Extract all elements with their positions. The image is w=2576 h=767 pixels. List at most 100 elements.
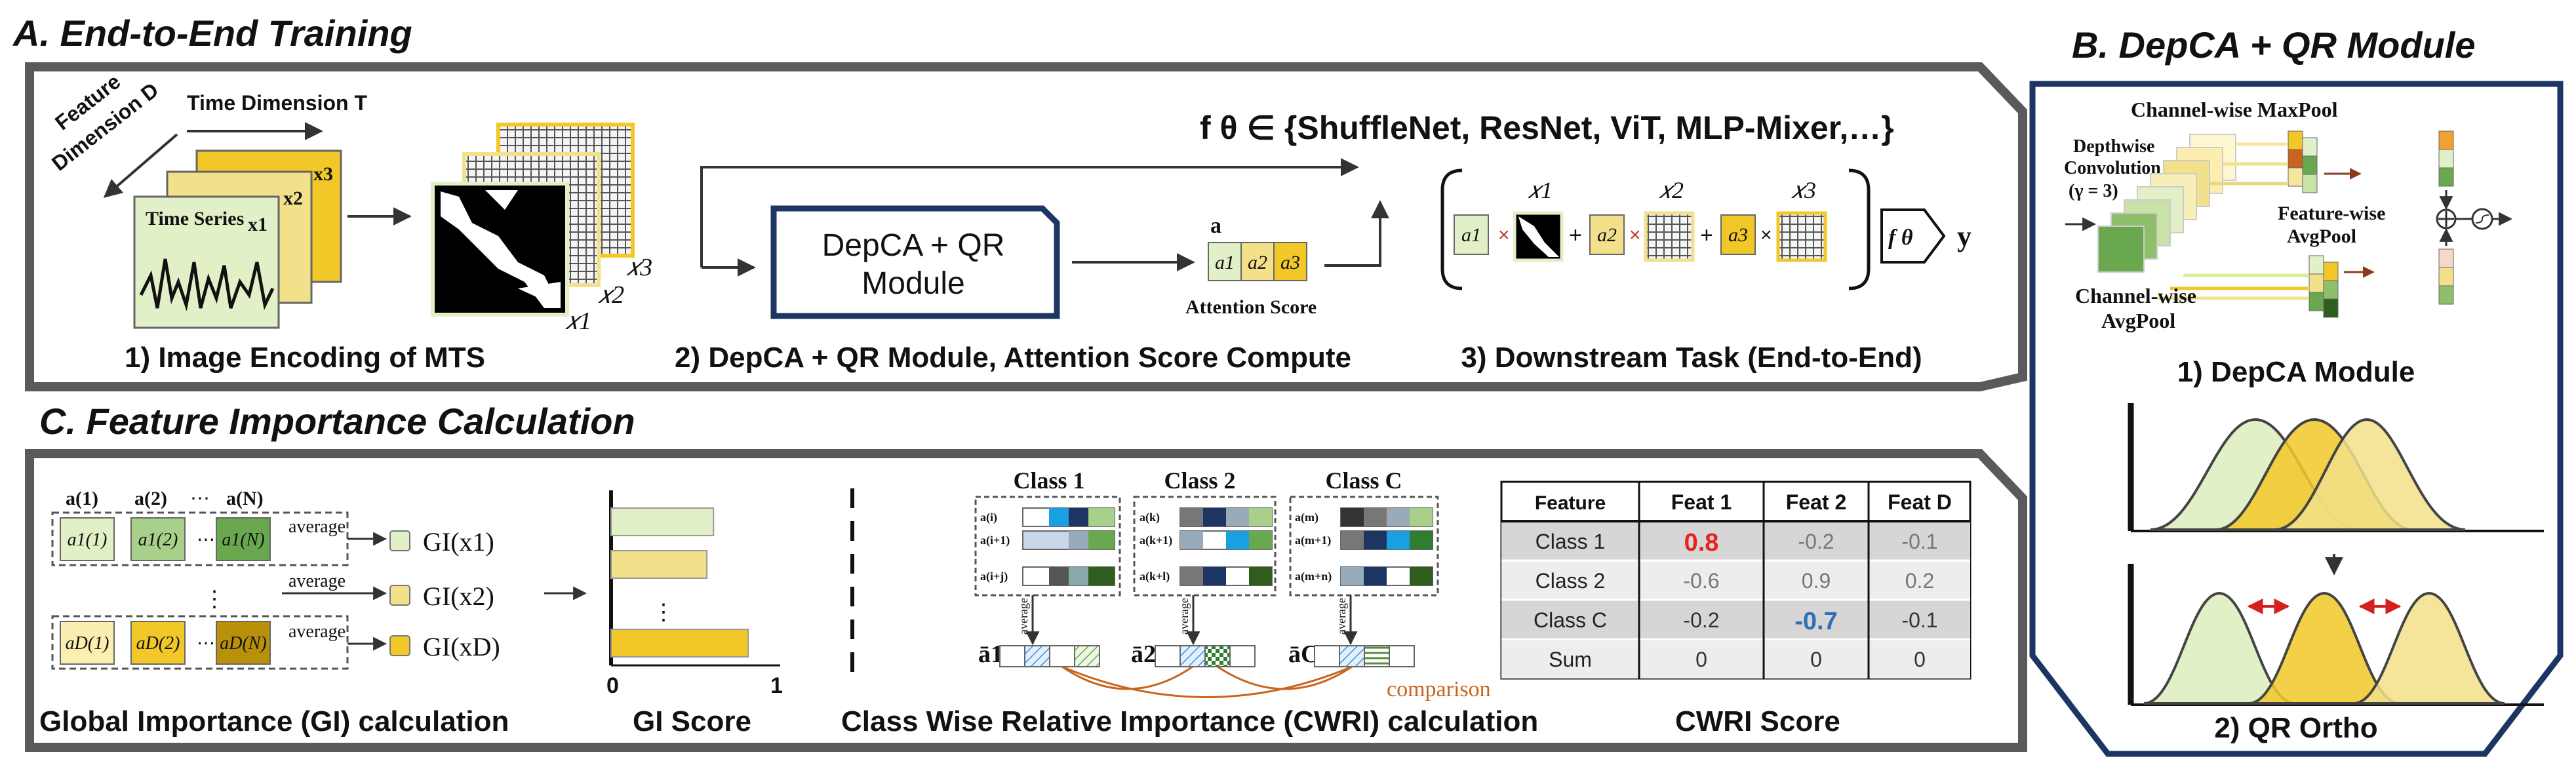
eq-plus-2: +	[1700, 223, 1713, 248]
depthwise-2: Convolution	[2064, 158, 2161, 178]
attention-to-set-arrow	[1324, 200, 1389, 267]
panel-c: C. Feature Importance Calculation a(1) a…	[25, 401, 2027, 752]
class-blocks: Class 1 a(i) a(i+1) a(i+j) Class 2 a(k)	[974, 467, 1491, 701]
c2-row2: a(k+1)	[1139, 534, 1172, 547]
avg-c1: average	[1017, 598, 1030, 635]
eq-x3: 𝑥3	[1791, 177, 1816, 203]
row3-featd: -0.1	[1901, 608, 1937, 632]
classc-title: Class C	[1325, 467, 1402, 494]
panel-a-frame	[25, 62, 2027, 391]
gi-score-label: GI Score	[633, 705, 751, 738]
attention-matrix: a(1) a(2) ⋯ a(N) a1(1) a1(2) ⋯ a1(N) ⋮ a…	[51, 488, 349, 670]
c2-row1: a(k)	[1139, 511, 1160, 524]
avg-c2: average	[1178, 598, 1191, 635]
panel-a-title: A. End-to-End Training	[12, 12, 412, 54]
row3-label: Class C	[1534, 608, 1607, 632]
gi-score-chart: ⋮ 0 1	[606, 490, 783, 698]
distribution-before	[2128, 403, 2544, 532]
c1-row1: a(i)	[980, 511, 997, 524]
channel-avgpool-2: AvgPool	[2101, 309, 2175, 332]
th-featd: Feat D	[1888, 490, 1952, 514]
c1-row2: a(i+1)	[980, 534, 1010, 547]
cc-row3: a(m+n)	[1295, 570, 1332, 583]
eq-plus-1: +	[1569, 223, 1582, 248]
attention-a3: a3	[1280, 252, 1300, 273]
depca-box-line2: Module	[862, 266, 964, 301]
attention-a2: a2	[1248, 252, 1267, 273]
th-feature: Feature	[1535, 492, 1606, 514]
panel-c-title: C. Feature Importance Calculation	[39, 401, 635, 442]
eq-a2: a2	[1597, 224, 1617, 246]
depthwise-1: Depthwise	[2073, 136, 2154, 157]
row1-label: Class 1	[1536, 530, 1606, 553]
avg-cc: average	[1335, 598, 1348, 635]
gi-bar	[610, 507, 715, 536]
eq-a3: a3	[1728, 224, 1748, 246]
c1-row3: a(i+j)	[980, 570, 1008, 583]
panel-b-frame	[2029, 81, 2564, 757]
cwri-score-label: CWRI Score	[1675, 705, 1840, 738]
cell-a1-n: a1(N)	[222, 530, 264, 550]
f-theta-arrow	[1880, 208, 1946, 264]
x1-italic: 𝑥1	[565, 307, 591, 335]
eq-times-3: ×	[1760, 224, 1772, 246]
average-2: average	[288, 571, 346, 591]
abar-2: ā2	[1131, 640, 1156, 668]
col-a1: a(1)	[66, 488, 98, 509]
col-dots: ⋯	[190, 488, 210, 509]
th-feat2: Feat 2	[1786, 490, 1846, 514]
gi-averages: average GI(x1) average GI(x2) average GI…	[282, 517, 587, 661]
x3-label: x3	[313, 163, 333, 185]
cwri-table: Feature Feat 1 Feat 2 Feat D Class 1 0.8…	[1500, 481, 1972, 680]
depthwise-3: (γ = 3)	[2069, 181, 2118, 201]
row3-feat2: -0.7	[1794, 608, 1837, 635]
cell-a1-1: a1(1)	[68, 530, 108, 550]
gi-x2: GI(x2)	[423, 581, 494, 611]
channel-maxpool-label: Channel-wise MaxPool	[2131, 98, 2338, 121]
feature-avgpool-2: AvgPool	[2287, 226, 2356, 247]
comparison-label: comparison	[1387, 677, 1491, 701]
attention-vector: a a1 a2 a3 Attention Score	[1185, 214, 1317, 318]
attention-score-label: Attention Score	[1185, 296, 1317, 318]
row3-feat1: -0.2	[1683, 608, 1719, 632]
row2-feat2: 0.9	[1802, 569, 1831, 593]
gi-x1: GI(x1)	[423, 527, 494, 557]
row4-feat1: 0	[1695, 648, 1707, 671]
x3-italic: 𝑥3	[626, 254, 652, 281]
gi-bar	[610, 550, 708, 579]
downstream-equation: a1 × 𝑥1 + a2 × 𝑥2 + a3 × 𝑥3 f θ y	[1440, 168, 1972, 290]
eq-a1: a1	[1461, 224, 1481, 246]
connector-up	[700, 158, 1359, 267]
eq-times-2: ×	[1629, 224, 1641, 246]
row2-feat1: -0.6	[1683, 569, 1719, 593]
col-a2: a(2)	[134, 488, 167, 509]
cell-dots-1: ⋯	[197, 530, 215, 550]
attention-a1: a1	[1215, 252, 1235, 273]
distribution-after	[2128, 564, 2544, 706]
class2-title: Class 2	[1164, 467, 1235, 494]
panel-b: B. DepCA + QR Module Channel-wise MaxPoo…	[2029, 24, 2564, 757]
gi-calc-label: Global Importance (GI) calculation	[39, 705, 509, 738]
th-feat1: Feat 1	[1671, 490, 1732, 514]
eq-times-1: ×	[1498, 224, 1510, 246]
panel-a: A. End-to-End Training x3 x2 x1 Time Ser…	[12, 12, 2027, 391]
step3-label: 3) Downstream Task (End-to-End)	[1461, 342, 1922, 374]
average-3: average	[288, 621, 346, 642]
panel-b-title: B. DepCA + QR Module	[2072, 24, 2476, 66]
row2-featd: 0.2	[1905, 569, 1934, 593]
average-1: average	[288, 517, 346, 537]
class1-title: Class 1	[1013, 467, 1084, 494]
row1-feat2: -0.2	[1798, 530, 1834, 553]
gi-bar-dots: ⋮	[652, 600, 675, 625]
cell-ad-1: aD(1)	[66, 633, 109, 654]
f-theta-set: f θ ∈ {ShuffleNet, ResNet, ViT, MLP-Mixe…	[1200, 109, 1894, 146]
encoded-images-stack: 𝑥3 𝑥2 𝑥1	[431, 123, 652, 335]
cwri-calc-label: Class Wise Relative Importance (CWRI) ca…	[841, 705, 1538, 738]
depca-box-line1: DepCA + QR	[822, 228, 1005, 263]
time-dimension-label: Time Dimension T	[187, 91, 367, 115]
row1-featd: -0.1	[1901, 530, 1937, 553]
row2-label: Class 2	[1536, 569, 1606, 593]
abar-c: āC	[1288, 640, 1318, 668]
cell-ad-n: aD(N)	[220, 633, 267, 654]
row1-feat1: 0.8	[1684, 529, 1719, 557]
